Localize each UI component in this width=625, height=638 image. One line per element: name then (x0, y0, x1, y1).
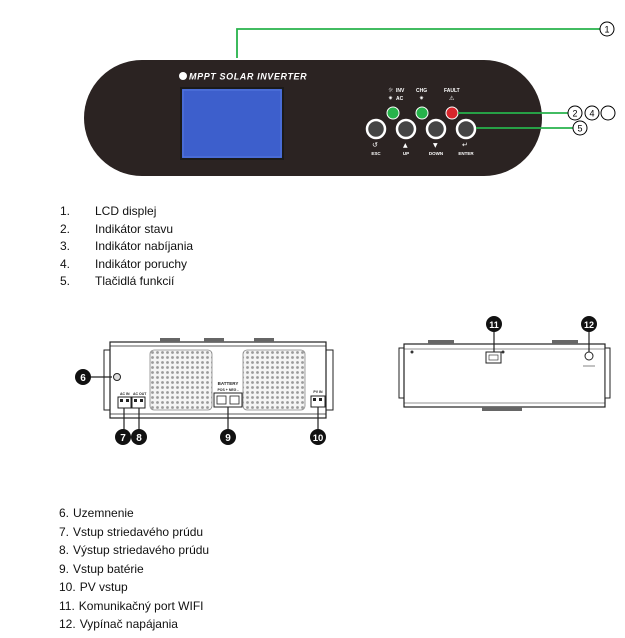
callout-7: 7 (115, 408, 131, 445)
callout-8: 8 (131, 408, 147, 445)
down-button-label: DOWN (429, 151, 443, 156)
indicator-fault-label: FAULT (444, 88, 460, 94)
legend-item: 3.Indikátor nabíjania (60, 239, 194, 253)
legend-item: 5.Tlačidlá funkcií (60, 274, 175, 288)
indicator-fault: FAULT ⚠ (444, 88, 460, 120)
power-switch[interactable] (584, 351, 594, 361)
up-arrow-icon: ▲ (403, 142, 408, 149)
bottom-panel: AC IN AC OUT BATTERY POS + NEG - PV IN (103, 338, 334, 419)
up-button[interactable]: ▲ UP (395, 118, 417, 156)
warning-icon: ⚠ (449, 95, 455, 102)
legend-item: 12.Vypínač napájania (59, 617, 178, 631)
svg-text:7: 7 (120, 433, 126, 444)
ac-output-terminal (131, 396, 146, 409)
down-button[interactable]: ▼ DOWN (425, 118, 447, 156)
legend-item: 4.Indikátor poruchy (60, 256, 188, 271)
legend-item: 10.PV vstup (59, 580, 128, 594)
lcd-display-glare (182, 89, 282, 158)
enter-button[interactable]: ↵ ENTER (455, 118, 477, 156)
callout-12: 12 (581, 316, 597, 352)
callout-2-3-4: 2 4 (458, 105, 616, 121)
legend-item: 2.Indikátor stavu (60, 221, 174, 236)
svg-text:6: 6 (80, 373, 86, 384)
callout-5: 5 (476, 120, 588, 136)
esc-arrow-icon: ↺ (372, 141, 378, 149)
fan-grille-left (149, 349, 213, 411)
legend-item: 8.Výstup striedavého prúdu (59, 543, 210, 557)
callout-1: 1 (236, 21, 615, 58)
charging-led (415, 106, 429, 120)
enter-arrow-icon: ↵ (462, 141, 468, 149)
charge-star-icon: ✷ (419, 95, 424, 102)
legend-item: 1.LCD displej (60, 204, 157, 218)
indicator-ac-label: AC (396, 96, 404, 102)
ac-in-label: AC IN (120, 392, 130, 396)
legend-item: 6.Uzemnenie (59, 506, 134, 520)
brand-logo-icon (179, 72, 187, 80)
callout-11: 11 (486, 316, 502, 352)
fault-led (445, 106, 459, 120)
front-panel: MPPT SOLAR INVERTER ☼ INV ✷ AC CHG ✷ FAU… (84, 60, 542, 176)
indicator-inv-label: INV (396, 88, 405, 94)
svg-text:11: 11 (489, 320, 499, 330)
pv-label: PV IN (313, 390, 323, 394)
legend-item: 9.Vstup batérie (59, 561, 144, 576)
front-legend: 1.LCD displej 2.Indikátor stavu 3.Indiká… (60, 204, 193, 292)
pv-terminal (310, 395, 326, 408)
side-panel (398, 340, 611, 411)
svg-text:4: 4 (589, 109, 594, 119)
down-arrow-icon: ▼ (433, 142, 438, 149)
indicator-chg-label: CHG (416, 88, 427, 94)
indicator-chg: CHG ✷ (415, 88, 429, 120)
svg-text:5: 5 (577, 124, 582, 134)
lcd-display (180, 87, 284, 160)
svg-text:2: 2 (572, 109, 577, 119)
legend-item: 11.Komunikačný port WIFI (59, 598, 204, 613)
status-led (386, 106, 400, 120)
brand-title: MPPT SOLAR INVERTER (189, 72, 307, 82)
sun-icon: ☼ (388, 87, 394, 94)
svg-text:8: 8 (136, 433, 142, 444)
esc-button[interactable]: ↺ ESC (365, 118, 387, 156)
callout-9: 9 (220, 407, 236, 445)
esc-button-label: ESC (371, 151, 381, 156)
svg-text:1: 1 (604, 25, 609, 35)
battery-terminals-label: POS + NEG - (217, 388, 239, 392)
callout-10: 10 (310, 407, 326, 445)
svg-text:10: 10 (313, 433, 324, 444)
ground-screw-icon (113, 373, 121, 381)
ac-out-label: AC OUT (133, 392, 147, 396)
fan-grille-right (242, 349, 306, 411)
battery-label: BATTERY (218, 381, 239, 386)
sun-filled-icon: ✷ (388, 95, 393, 102)
back-legend: 6.Uzemnenie 7.Vstup striedavého prúdu 8.… (59, 506, 209, 636)
callout-6: 6 (75, 369, 112, 385)
svg-text:9: 9 (225, 433, 231, 444)
up-button-label: UP (403, 151, 409, 156)
ac-input-terminal (117, 396, 132, 409)
svg-text:12: 12 (584, 320, 594, 330)
legend-item: 7.Vstup striedavého prúdu (59, 524, 204, 539)
enter-button-label: ENTER (458, 151, 474, 156)
front-panel-body (84, 60, 542, 176)
indicator-inv: ☼ INV ✷ AC (386, 87, 405, 120)
